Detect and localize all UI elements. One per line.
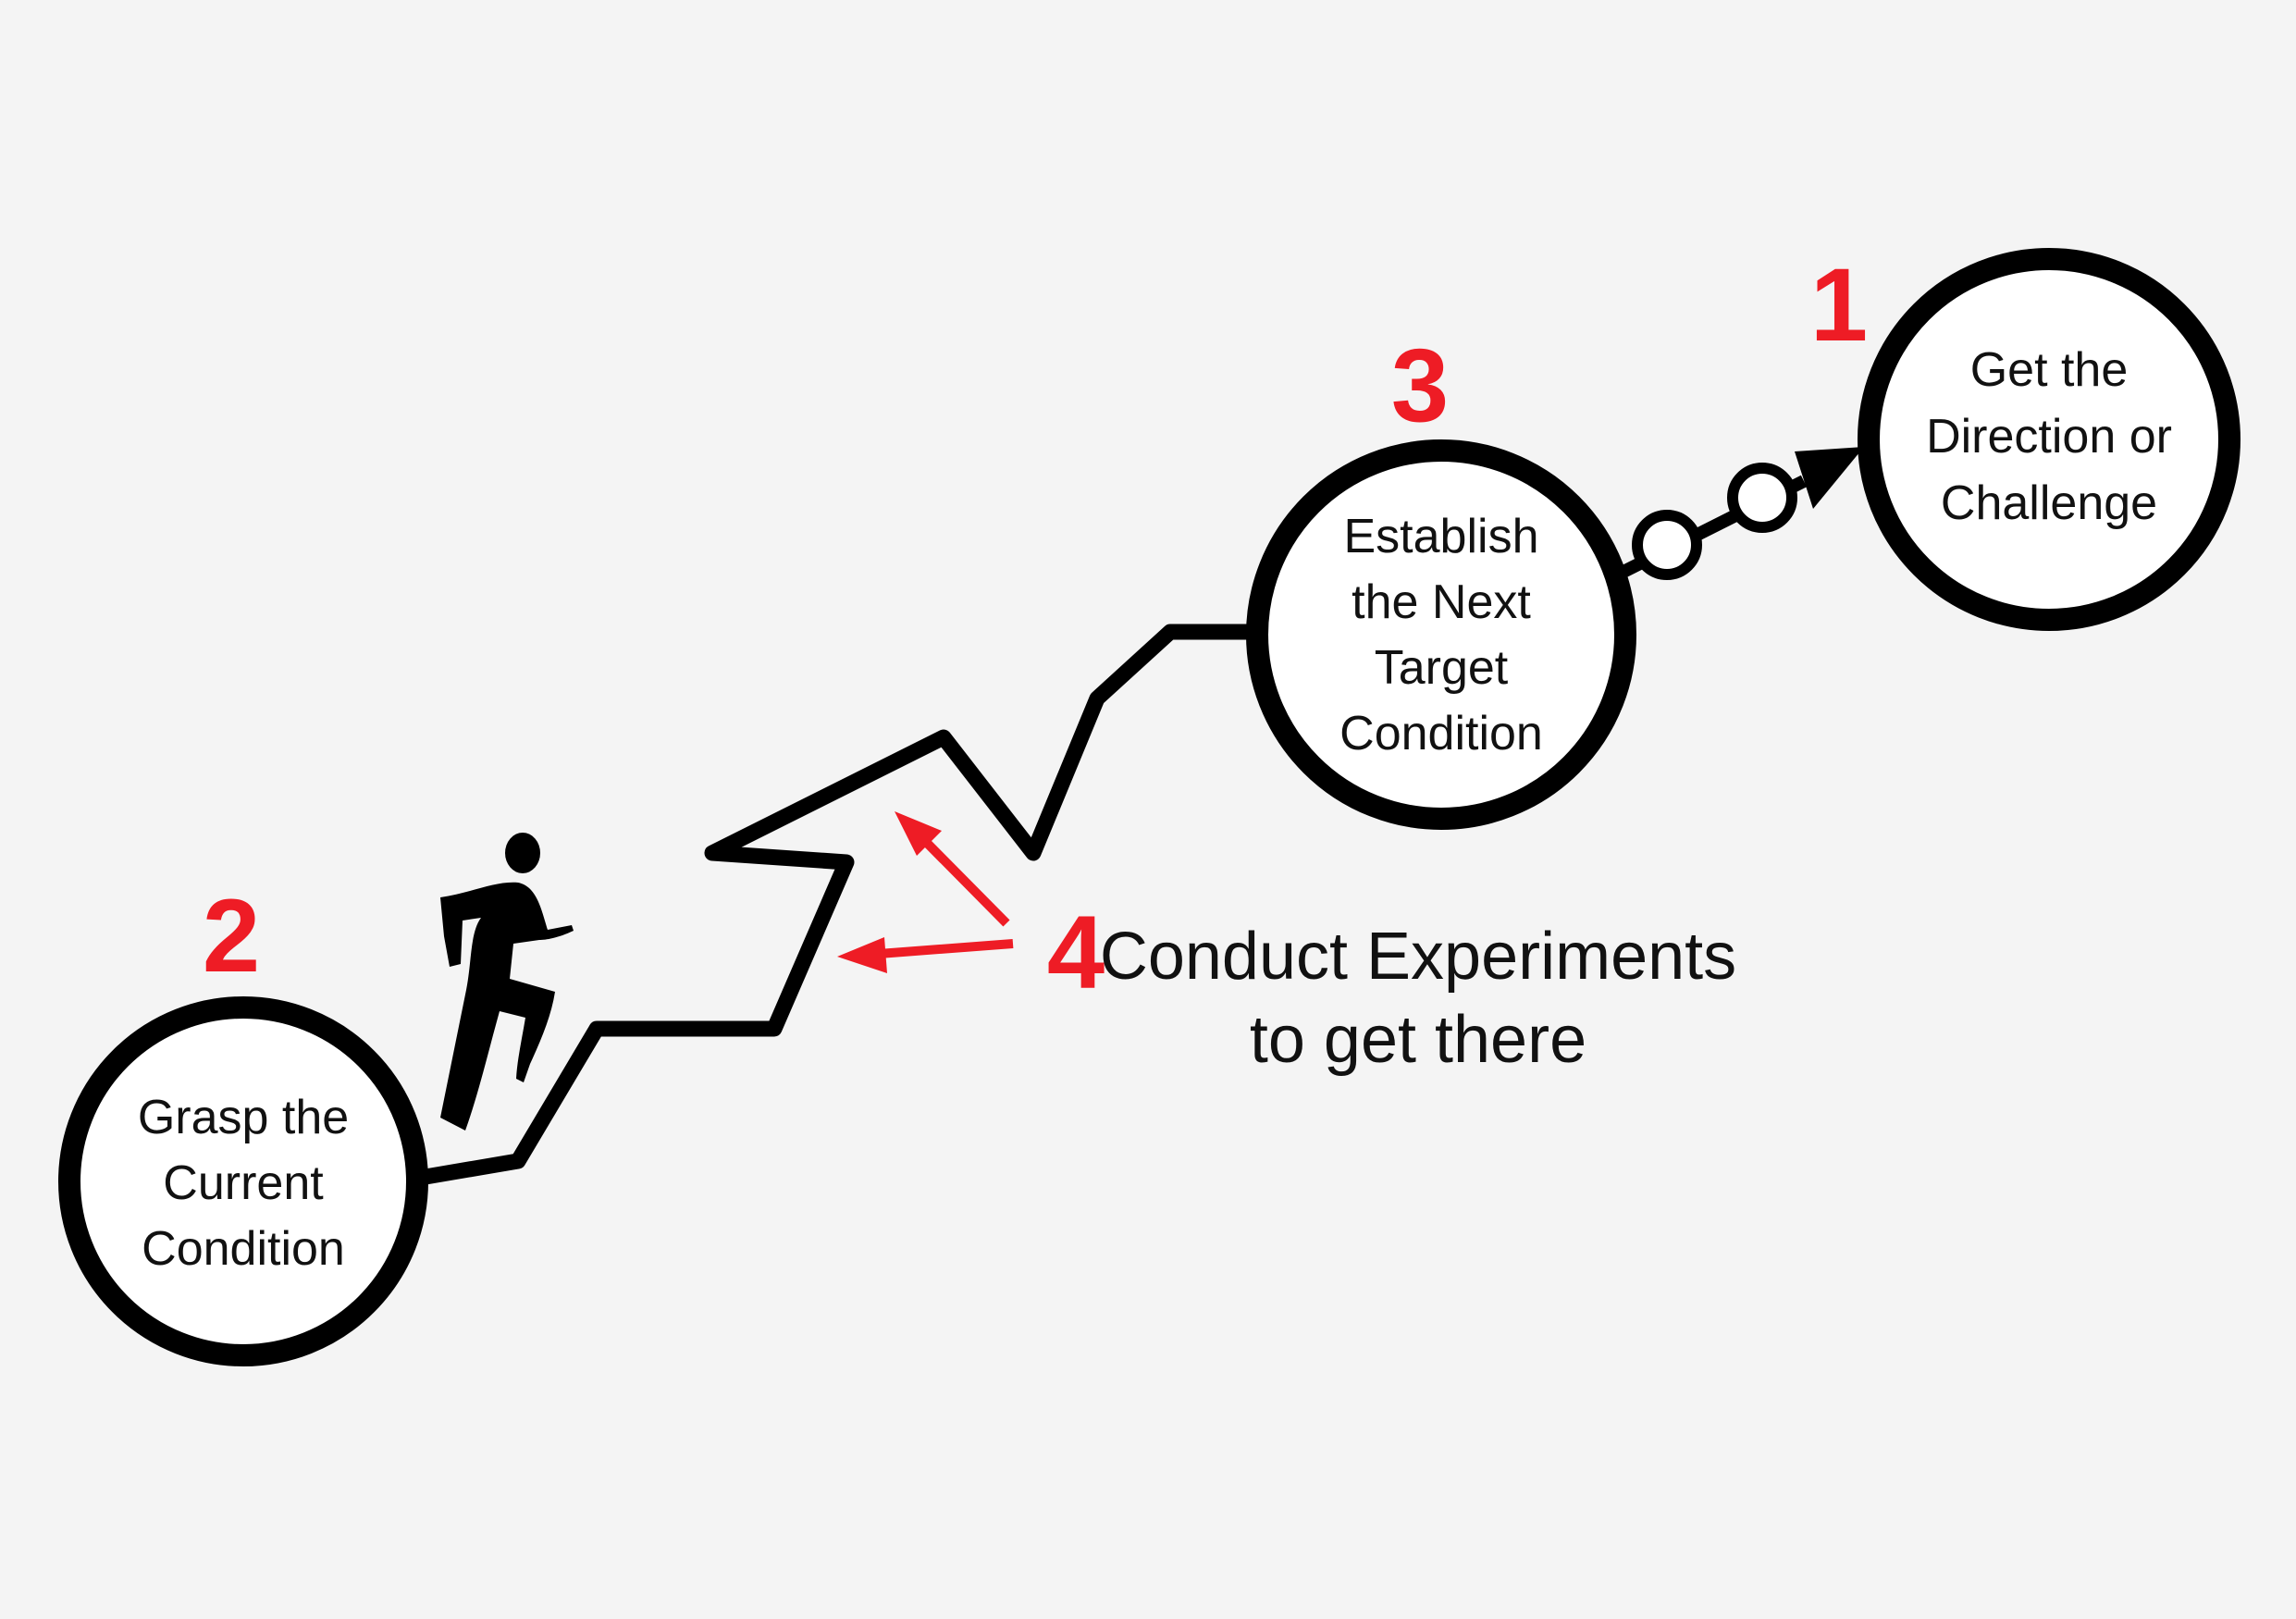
experiment-arrow-left-icon — [837, 937, 887, 973]
connector-arrow-icon — [1795, 447, 1864, 509]
waypoint-circle-1 — [1632, 510, 1702, 580]
step-1-circle — [1858, 248, 2240, 631]
step-4-number: 4 — [1047, 895, 1105, 1010]
step-2-number: 2 — [203, 878, 260, 994]
step-2-group: 2 Grasp the Current Condition — [58, 878, 428, 1366]
step-1-group: 1 Get the Direction or Challenge — [1810, 247, 2240, 631]
step-3-label-line-4: Condition — [1339, 707, 1543, 760]
step-2-circle — [58, 996, 428, 1366]
waypoint-circle-2 — [1727, 463, 1797, 533]
step-3-label-line-1: Establish — [1344, 510, 1539, 563]
step-1-label-line-1: Get the — [1970, 343, 2129, 397]
step-3-number: 3 — [1391, 328, 1449, 443]
step-3-circle — [1246, 439, 1636, 830]
experiment-arrow-up-line — [920, 835, 1010, 927]
step-1-number: 1 — [1810, 247, 1868, 363]
step-3-label-line-2: the Next — [1352, 575, 1531, 629]
step-1-label-line-3: Challenge — [1941, 476, 2157, 530]
progress-path — [417, 624, 1260, 1185]
step-2-label-line-2: Current — [163, 1156, 324, 1210]
step-2-label-line-1: Grasp the — [138, 1091, 349, 1144]
walking-person-icon — [440, 833, 574, 1131]
step-1-label-line-2: Direction or — [1926, 410, 2172, 463]
step-4-label-line-2: to get there — [1250, 1003, 1586, 1077]
step-4-label-line-1: Conduct Experiments — [1100, 920, 1736, 994]
step-3-group: 3 Establish the Next Target Condition — [1246, 328, 1636, 830]
step-3-label-line-3: Target — [1375, 641, 1509, 695]
experiment-arrow-up-icon — [895, 811, 942, 856]
step-4-group: 4 Conduct Experiments to get there — [1047, 895, 1736, 1077]
step-2-label-line-3: Condition — [142, 1222, 345, 1276]
experiment-arrow-left-line — [878, 939, 1014, 958]
